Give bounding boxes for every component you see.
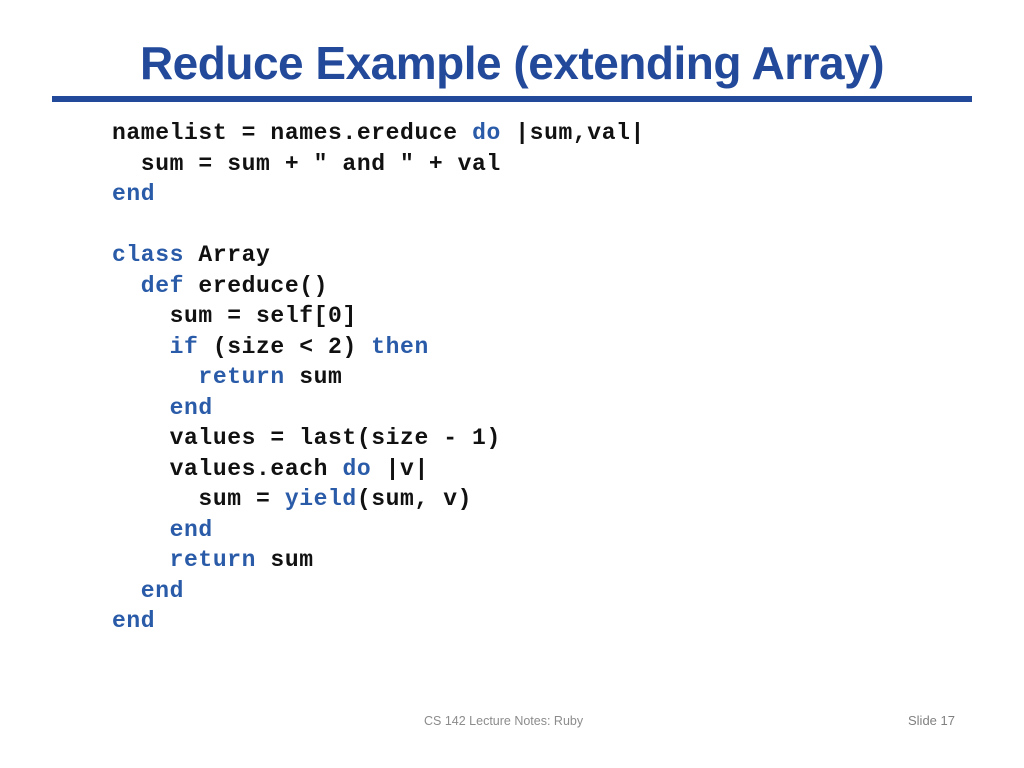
code-line: end xyxy=(112,576,645,607)
code-text: |sum,val| xyxy=(500,120,645,146)
code-line xyxy=(112,210,645,241)
footer-course-label: CS 142 Lecture Notes: Ruby xyxy=(424,714,584,728)
code-text: (sum, v) xyxy=(356,486,473,512)
code-keyword: end xyxy=(112,181,156,207)
code-line: class Array xyxy=(112,240,645,271)
code-block: namelist = names.ereduce do |sum,val| su… xyxy=(112,118,645,637)
code-text: sum xyxy=(284,364,343,390)
code-line: return sum xyxy=(112,545,645,576)
code-line: end xyxy=(112,515,645,546)
code-text: namelist = names.ereduce xyxy=(112,120,473,146)
footer-slide-number: Slide 17 xyxy=(908,713,955,728)
code-line: sum = self[0] xyxy=(112,301,645,332)
code-text: |v| xyxy=(371,455,429,482)
code-line: namelist = names.ereduce do |sum,val| xyxy=(112,118,645,149)
code-keyword: return xyxy=(112,547,257,573)
code-text: sum = self[0] xyxy=(112,303,357,329)
code-keyword: end xyxy=(112,577,185,604)
code-line: end xyxy=(112,606,645,637)
page-title: Reduce Example (extending Array) xyxy=(139,37,885,89)
code-keyword: do xyxy=(472,120,501,146)
code-keyword: end xyxy=(112,516,213,543)
code-line: if (size < 2) then xyxy=(112,332,645,363)
code-line: end xyxy=(112,393,645,424)
code-line: sum = yield(sum, v) xyxy=(112,484,645,515)
code-line: values = last(size - 1) xyxy=(112,423,645,454)
code-keyword: end xyxy=(112,608,156,634)
code-keyword: then xyxy=(371,333,429,360)
code-text: Array xyxy=(184,242,271,268)
code-text: sum = xyxy=(112,486,285,512)
code-keyword: class xyxy=(112,242,185,268)
code-text: sum xyxy=(256,547,314,573)
code-keyword: return xyxy=(112,364,285,390)
code-keyword: do xyxy=(342,455,372,482)
code-keyword: yield xyxy=(284,486,357,512)
code-text: ereduce() xyxy=(184,272,329,299)
code-text: values.each xyxy=(112,455,343,482)
code-text: sum = sum + " and " + val xyxy=(112,150,501,177)
code-line: end xyxy=(112,179,645,210)
title-underline-rule xyxy=(52,96,972,102)
code-keyword: end xyxy=(112,394,213,421)
code-text: (size < 2) xyxy=(198,333,372,360)
code-line: values.each do |v| xyxy=(112,454,645,485)
code-line: sum = sum + " and " + val xyxy=(112,149,645,180)
code-line: def ereduce() xyxy=(112,271,645,302)
code-text: values = last(size - 1) xyxy=(112,425,501,451)
code-keyword: if xyxy=(112,333,199,360)
code-line: return sum xyxy=(112,362,645,393)
code-keyword: def xyxy=(112,272,185,299)
